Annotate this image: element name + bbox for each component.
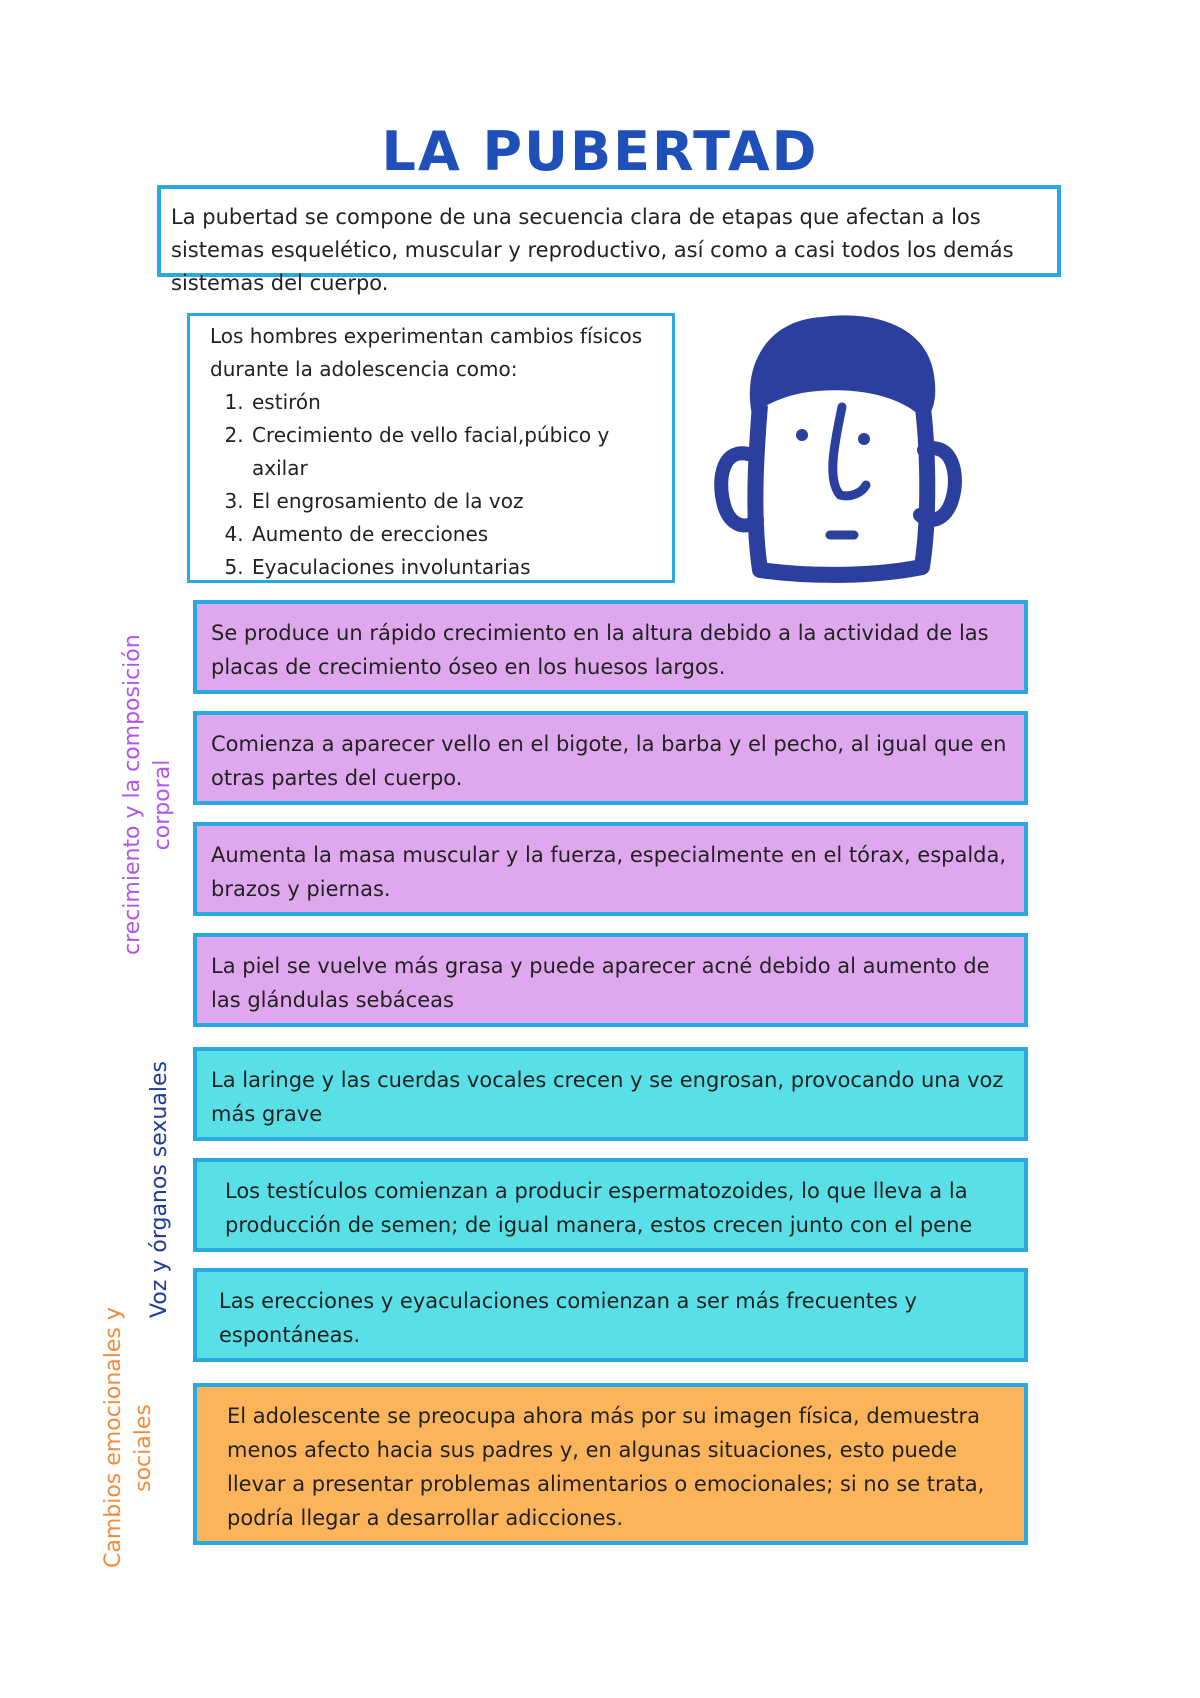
section-label-line: crecimiento y la composición (120, 634, 145, 955)
cartoon-face-icon (714, 315, 962, 583)
section-label-line: corporal (150, 759, 175, 851)
section-label-growth: crecimiento y la composición corporal (118, 634, 178, 955)
page-title: LA PUBERTAD (381, 120, 819, 183)
section-label-voice: Voz y órganos sexuales (145, 1061, 175, 1318)
physical-changes-list-box: Los hombres experimentan cambios físicos… (187, 313, 675, 583)
info-box-voice-3: Las erecciones y eyaculaciones comienzan… (193, 1268, 1028, 1362)
info-box-growth-3: Aumenta la masa muscular y la fuerza, es… (193, 822, 1028, 916)
info-box-voice-2: Los testículos comienzan a producir espe… (193, 1158, 1028, 1252)
section-label-line: Voz y órganos sexuales (147, 1061, 172, 1318)
info-box-growth-1: Se produce un rápido crecimiento en la a… (193, 600, 1028, 694)
list-item: Crecimiento de vello facial,púbico y axi… (250, 419, 664, 485)
list-item: El engrosamiento de la voz (250, 485, 664, 518)
info-box-emotional-1: El adolescente se preocupa ahora más por… (193, 1383, 1028, 1545)
list-item: estirón (250, 386, 664, 419)
section-label-line: Cambios emocionales y (101, 1307, 126, 1568)
info-box-voice-1: La laringe y las cuerdas vocales crecen … (193, 1047, 1028, 1141)
section-label-emotional: Cambios emocionales y sociales (99, 1307, 159, 1568)
info-box-growth-4: La piel se vuelve más grasa y puede apar… (193, 933, 1028, 1027)
list-heading: Los hombres experimentan cambios físicos… (210, 324, 643, 381)
intro-box: La pubertad se compone de una secuencia … (157, 185, 1061, 295)
list-item: Aumento de erecciones (250, 518, 664, 551)
list-item: Eyaculaciones involuntarias (250, 551, 664, 584)
changes-list: estirón Crecimiento de vello facial,púbi… (210, 386, 664, 584)
section-label-line: sociales (131, 1404, 156, 1492)
info-box-growth-2: Comienza a aparecer vello en el bigote, … (193, 711, 1028, 805)
